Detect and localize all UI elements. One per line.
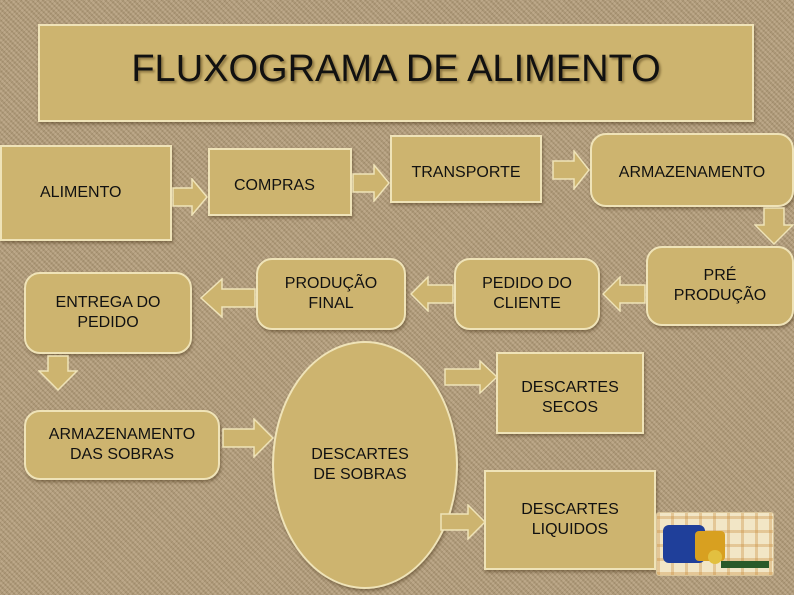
node-pre-producao: PRÉ PRODUÇÃO — [646, 246, 794, 326]
node-compras: COMPRAS — [208, 148, 352, 216]
node-pedido-cliente: PEDIDO DO CLIENTE — [454, 258, 600, 330]
node-alimento-label: ALIMENTO — [40, 184, 122, 201]
arrow-alimento-compras — [172, 178, 208, 216]
arrow-oval-secos — [444, 360, 498, 394]
arrow-transporte-armazenamento — [552, 150, 590, 190]
node-entrega-pedido-label: ENTREGA DO PEDIDO — [55, 294, 161, 331]
node-descartes-secos-label: DESCARTES SECOS — [521, 379, 619, 416]
node-armazenamento-sobras-label: ARMAZENAMENTO DAS SOBRAS — [48, 426, 196, 463]
arrow-entrega-armazenamento-sobras — [38, 355, 78, 391]
node-pedido-cliente-label: PEDIDO DO CLIENTE — [482, 275, 572, 312]
diagram-title: FLUXOGRAMA DE ALIMENTO — [38, 24, 754, 122]
arrow-sobras-descartes — [222, 418, 274, 458]
node-armazenamento-label: ARMAZENAMENTO — [618, 164, 766, 181]
node-producao-final-label: PRODUÇÃO FINAL — [284, 275, 378, 312]
node-descartes-liquidos: DESCARTES LIQUIDOS — [484, 470, 656, 570]
node-descartes-sobras-label: DESCARTES DE SOBRAS — [311, 446, 409, 483]
arrow-preproducao-pedido — [602, 276, 646, 312]
arrow-compras-transporte — [352, 164, 390, 202]
node-transporte: TRANSPORTE — [390, 135, 542, 203]
arrow-oval-liquidos — [440, 504, 486, 540]
node-producao-final: PRODUÇÃO FINAL — [256, 258, 406, 330]
arrow-armazenamento-preproducao — [754, 207, 794, 245]
node-armazenamento: ARMAZENAMENTO — [590, 133, 794, 207]
node-descartes-secos: DESCARTES SECOS — [496, 352, 644, 434]
node-alimento: ALIMENTO — [0, 145, 172, 241]
node-entrega-pedido: ENTREGA DO PEDIDO — [24, 272, 192, 354]
node-armazenamento-sobras: ARMAZENAMENTO DAS SOBRAS — [24, 410, 220, 480]
arrow-pedido-producao — [410, 276, 454, 312]
arrow-producao-entrega — [200, 278, 256, 318]
node-compras-label: COMPRAS — [234, 177, 315, 194]
node-transporte-label: TRANSPORTE — [411, 164, 521, 181]
node-descartes-liquidos-label: DESCARTES LIQUIDOS — [521, 501, 619, 538]
node-pre-producao-label: PRÉ PRODUÇÃO — [673, 267, 767, 304]
logo-icon — [656, 512, 774, 576]
node-descartes-sobras: DESCARTES DE SOBRAS — [272, 341, 458, 589]
